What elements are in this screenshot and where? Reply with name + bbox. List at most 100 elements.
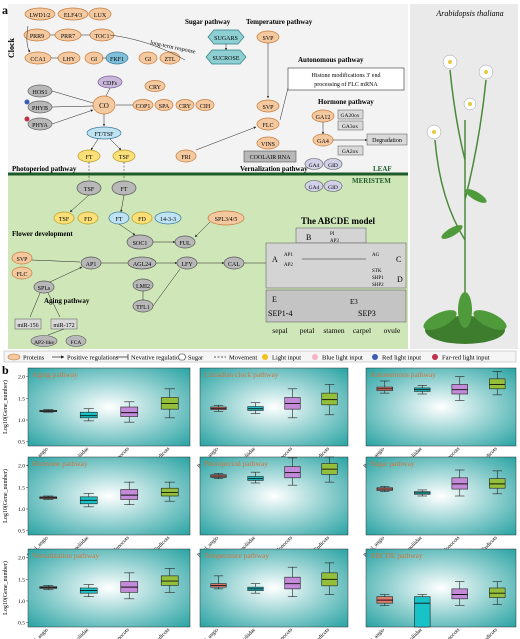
x-tick-label: Eudicots [481, 627, 499, 639]
organ-label-petal: petal [300, 326, 315, 335]
plot-title: ABCDE pathway [370, 551, 423, 560]
sugar-temperature-hormone: Sugar pathway Temperature pathway SUGARS… [175, 18, 408, 170]
node-cop1-label: COP1 [136, 104, 151, 110]
node-cca1-label: CCA1 [30, 57, 45, 63]
x-tick-label: Basal_angio [26, 627, 50, 639]
aging-label: Aging pathway [44, 297, 90, 305]
legend-label-8: Far-red light input [442, 355, 490, 362]
node-fca [65, 335, 87, 347]
node-1433-label: 14-3-3 [160, 217, 176, 223]
node-flc2 [11, 266, 33, 280]
node-co-label: CO [99, 102, 109, 110]
node-ga2ox [337, 145, 364, 156]
photoperiod-upstream: CDFs HOS1 PHYB PHYA CO CRY COP1 SPA CRY … [24, 75, 215, 180]
node-cih-label: CIH [200, 104, 211, 110]
boxplot-0: Aging pathway0.51.01.52.0Log10(Gene_numb… [2, 367, 191, 470]
box-Eudicots [489, 378, 506, 390]
node-ful-label: FUL [179, 241, 191, 247]
node-toc1-label: TOC1 [95, 34, 110, 40]
node-lux [88, 7, 112, 21]
box-Eudicots [321, 392, 338, 406]
x-tick-label: Eudicots [313, 627, 331, 639]
abcde-shp1: SHP1 [372, 276, 384, 281]
leaf-label: LEAF [373, 165, 392, 173]
node-ap2like-label: AP2-like [34, 340, 54, 346]
box-Magnoliidae [79, 411, 98, 419]
node-fttsf [86, 126, 122, 140]
node-sucrose [205, 49, 247, 65]
y-axis-label: Log10(Gene_number) [2, 469, 9, 523]
plot-area [199, 548, 349, 628]
legend-blue-star-icon [312, 354, 318, 360]
abcde-b: B [306, 233, 311, 242]
organ-label-carpel: carpel [353, 326, 371, 335]
autonomous-box-line1: Histone modifications 3' end [312, 72, 381, 79]
abcde-stk: STK [372, 269, 382, 274]
node-flc2-label: FLC [16, 272, 27, 278]
node-ft-meristem-label: FT [120, 187, 127, 193]
y-tick-label: 1.5 [18, 396, 25, 402]
node-soc1-label: SOC1 [133, 241, 148, 247]
plot-title: Temperature pathway [204, 551, 269, 560]
legend-farred-circle-icon [432, 354, 438, 360]
node-hos1-label: HOS1 [32, 90, 47, 96]
node-svp-label: SVP [262, 36, 274, 42]
organ-label-stamen: stamen [323, 326, 344, 335]
abcde-e3: E3 [350, 298, 358, 306]
legend-label-4: Movement [229, 355, 257, 362]
node-spls-label: SPLs [38, 286, 51, 292]
abcde-model: The ABCDE model B PI AP3 A AP1 AP2 AG C … [265, 216, 407, 335]
legend-label-6: Blue light input [322, 355, 363, 362]
node-mir156-label: miR-156 [17, 323, 38, 329]
node-phya-label: PHYA [32, 123, 48, 129]
legend-label-7: Red light input [382, 355, 421, 362]
legend-protein-ellipse-icon [7, 353, 21, 361]
node-elf [57, 7, 89, 21]
node-gid-meristem-label: GID [328, 185, 338, 191]
node-svp2-label: SVP [262, 105, 274, 111]
node-flc-label: FLC [262, 123, 273, 129]
node-lmi2-label: LMI2 [136, 284, 150, 290]
abcde-ag: AG [372, 253, 380, 258]
node-cry2-label: CRY [179, 104, 192, 110]
plot-title: Vernalization pathway [32, 551, 100, 560]
x-tick-label: Monocots [111, 627, 131, 639]
y-axis-label: Log10(Gene_number) [2, 380, 9, 434]
node-elf-label: ELF4/3 [64, 13, 82, 19]
node-gi2 [138, 51, 158, 65]
node-tfl1-label: TFL1 [136, 305, 150, 311]
panel-label-b: b [2, 363, 9, 377]
node-ft-label: FT [85, 155, 92, 161]
autonomous-label: Autonomous pathway [298, 56, 364, 64]
node-lwd-label: LWD1/2 [30, 13, 51, 19]
photoperiod-label: Photoperiod pathway [12, 165, 77, 173]
y-tick-label: 0.5 [18, 440, 25, 446]
node-gid-leaf [323, 158, 343, 170]
abcde-ap1: AP1 [284, 253, 293, 258]
x-tick-label: Monocots [274, 627, 294, 639]
y-tick-label: 1.5 [18, 577, 25, 583]
autonomous-box-line2: processing of FLC mRNA [314, 81, 378, 88]
x-tick-label: Magnoliidae [400, 627, 424, 639]
node-fd [77, 211, 99, 225]
node-spl345 [207, 210, 245, 226]
abcde-pi: PI [330, 232, 335, 237]
hormone-label: Hormone pathway [318, 98, 374, 106]
autonomous-box [287, 67, 405, 91]
y-tick-label: 1.5 [18, 485, 25, 491]
node-vins [256, 136, 280, 150]
y-tick-label: 2.0 [18, 464, 25, 470]
node-agl24-label: AGL24 [133, 262, 151, 268]
plot-title: Sugar pathway [370, 459, 415, 468]
node-1433 [154, 211, 182, 225]
y-tick-label: 0.5 [18, 529, 25, 535]
y-tick-label: 1.0 [18, 507, 25, 513]
node-fri-label: FRI [181, 155, 190, 161]
node-cal-label: CAL [228, 262, 240, 268]
node-flc [256, 117, 280, 131]
node-gid-leaf-label: GID [328, 163, 338, 169]
clock-label: Clock [7, 37, 16, 58]
node-svp3-label: SVP [16, 257, 28, 263]
